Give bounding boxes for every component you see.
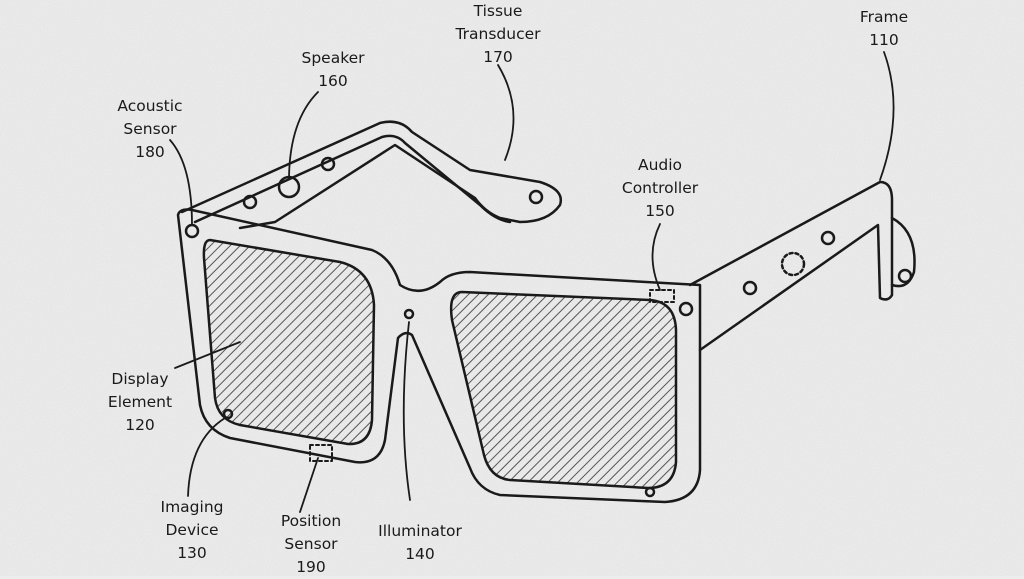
reference-number: 120 bbox=[125, 416, 155, 434]
label-text: Speaker bbox=[301, 49, 365, 67]
port-icon bbox=[820, 230, 836, 246]
leader-line bbox=[651, 223, 661, 291]
leader-line bbox=[402, 321, 411, 501]
reference-number: 180 bbox=[135, 143, 165, 161]
leader-line bbox=[169, 139, 193, 226]
position-sensor-190 bbox=[309, 444, 333, 462]
label-position-sensor: Position Sensor 190 bbox=[281, 510, 341, 579]
label-text: Tissue bbox=[473, 2, 523, 20]
reference-number: 190 bbox=[296, 558, 326, 576]
right-lens bbox=[449, 290, 678, 490]
label-text: Transducer bbox=[455, 25, 541, 43]
audio-controller-150 bbox=[649, 289, 675, 303]
reference-number: 130 bbox=[177, 544, 207, 562]
label-text: Controller bbox=[621, 179, 699, 197]
port-icon bbox=[242, 194, 258, 210]
port-icon bbox=[678, 301, 694, 317]
label-text: Device bbox=[165, 521, 219, 539]
leader-line bbox=[288, 91, 319, 178]
leader-line bbox=[497, 64, 515, 161]
imaging-device-130 bbox=[222, 408, 234, 420]
label-frame: Frame 110 bbox=[860, 6, 908, 52]
left-lens bbox=[202, 238, 376, 446]
label-speaker: Speaker 160 bbox=[301, 47, 364, 93]
label-imaging-device: Imaging Device 130 bbox=[161, 496, 224, 565]
port-icon bbox=[742, 280, 758, 296]
label-text: Element bbox=[107, 393, 173, 411]
illuminator-140 bbox=[403, 308, 415, 320]
reference-number: 150 bbox=[645, 202, 675, 220]
label-text: Illuminator bbox=[378, 522, 462, 540]
label-text: Sensor bbox=[284, 535, 338, 553]
label-audio-controller: Audio Controller 150 bbox=[622, 154, 698, 223]
label-text: Imaging bbox=[160, 498, 224, 516]
leader-line bbox=[174, 341, 241, 369]
leader-line bbox=[187, 417, 226, 497]
leader-line bbox=[299, 457, 319, 513]
reference-number: 170 bbox=[483, 48, 513, 66]
port-icon bbox=[320, 156, 336, 172]
label-text: Position bbox=[280, 512, 342, 530]
label-display-element: Display Element 120 bbox=[108, 368, 172, 437]
left-temple-inner bbox=[193, 134, 512, 224]
label-text: Audio bbox=[637, 156, 683, 174]
port-icon bbox=[897, 268, 913, 284]
front-frame bbox=[176, 208, 702, 504]
reference-number: 110 bbox=[869, 31, 899, 49]
label-illuminator: Illuminator 140 bbox=[378, 520, 462, 566]
label-acoustic-sensor: Acoustic Sensor 180 bbox=[117, 95, 182, 164]
leader-line bbox=[879, 51, 895, 181]
port-icon bbox=[780, 251, 806, 277]
right-earpiece bbox=[890, 216, 916, 288]
reference-number: 160 bbox=[318, 72, 348, 90]
port-icon bbox=[644, 486, 656, 498]
tissue-transducer-170 bbox=[528, 189, 544, 205]
label-text: Sensor bbox=[123, 120, 177, 138]
label-text: Acoustic bbox=[117, 97, 183, 115]
label-text: Frame bbox=[859, 8, 909, 26]
label-tissue-transducer: Tissue Transducer 170 bbox=[455, 0, 540, 69]
label-text: Display bbox=[111, 370, 169, 388]
reference-number: 140 bbox=[405, 545, 435, 563]
right-temple bbox=[688, 180, 894, 352]
